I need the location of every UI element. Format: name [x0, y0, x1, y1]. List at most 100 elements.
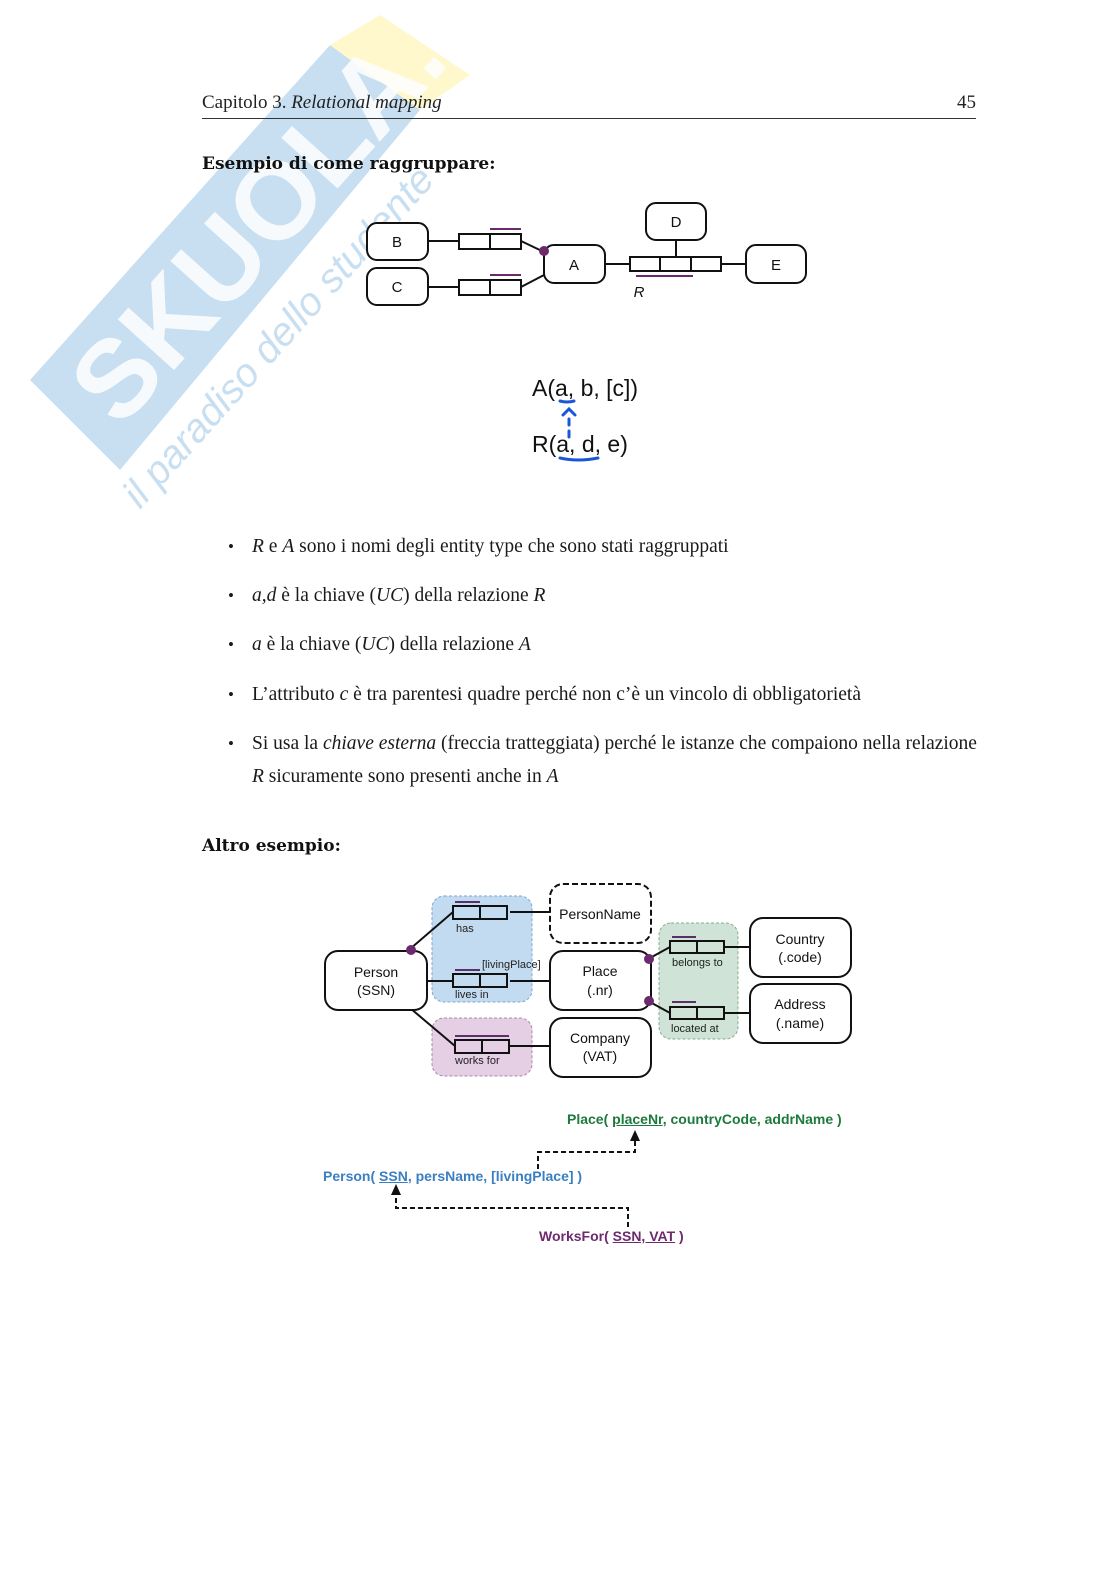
company-key: (VAT) [583, 1048, 617, 1064]
foreign-key-arrow [561, 406, 577, 439]
schema-place-name: Place( [567, 1111, 609, 1127]
list-item-text: L’attributo c è tra parentesi quadre per… [252, 678, 988, 711]
schema-place: Place( placeNr, countryCode, addrName ) [567, 1111, 842, 1127]
text-run: sono i nomi degli entity type che sono s… [294, 536, 729, 557]
entity-personname [549, 883, 652, 944]
schema-person-attrs: , persName, [livingPlace] ) [407, 1168, 583, 1184]
italic-run: A [518, 634, 531, 655]
italic-run: UC [361, 634, 389, 655]
schema-place-key: placeNr [612, 1111, 663, 1127]
schema-place-attrs: , countryCode, addrName ) [662, 1111, 842, 1127]
schema-r: R(a, d, e) [532, 431, 628, 457]
entity-company [549, 1017, 652, 1078]
mandatory-dot-person [406, 945, 416, 955]
personname-label: PersonName [559, 906, 641, 922]
italic-run: A [282, 536, 295, 557]
text-run: L’attributo [252, 684, 340, 705]
role-label-locatedat: located at [671, 1023, 719, 1035]
grouping-schema: A(a, b, [c]) R(a, d, e) [532, 375, 638, 462]
entity-b-label: B [392, 234, 402, 251]
bullet-icon: • [228, 734, 234, 753]
relation-r-box [629, 256, 722, 272]
entity-place [549, 950, 652, 1011]
chapter-name: Relational mapping [291, 92, 442, 113]
section-title-grouping: Esempio di come raggruppare: [202, 154, 496, 174]
fk-worksfor-to-person [395, 1193, 629, 1227]
bullet-icon: • [228, 586, 234, 605]
italic-run: UC [375, 585, 404, 606]
schema-person-name: Person( [323, 1168, 376, 1184]
schema-a: A(a, b, [c]) [532, 375, 638, 401]
italic-run: chiave esterna [322, 733, 437, 754]
role-label-has: has [456, 923, 474, 935]
text-run: è la chiave ( [261, 634, 362, 655]
entity-a [543, 244, 606, 284]
underline-key-a [558, 399, 576, 404]
chapter-title: Capitolo 3. Relational mapping [202, 92, 442, 114]
person-key: (SSN) [357, 982, 395, 998]
edge-person-has [409, 911, 454, 950]
italic-run: a [252, 634, 262, 655]
text-run: è la chiave ( [276, 585, 376, 606]
bullet-icon: • [228, 685, 234, 704]
italic-run: R [533, 585, 546, 606]
text-run: ) della relazione [388, 634, 519, 655]
mandatory-dot-place-top [644, 954, 654, 964]
list-item-text: Si usa la chiave esterna (freccia tratte… [252, 727, 988, 793]
country-key: (.code) [778, 949, 822, 965]
entity-c [366, 267, 429, 306]
text-run: (freccia tratteggiata) perché le istanze… [436, 733, 977, 754]
section-title-other-example: Altro esempio: [202, 836, 341, 856]
arrowhead-place [630, 1130, 640, 1141]
underline-key-r [558, 456, 600, 462]
entity-e [745, 244, 807, 284]
entity-person [324, 950, 428, 1011]
entity-d-label: D [671, 214, 682, 231]
role-label-worksfor: works for [454, 1055, 500, 1067]
person-label: Person [354, 964, 398, 980]
schema-person-key: SSN [379, 1168, 408, 1184]
place-key: (.nr) [587, 982, 613, 998]
bullet-icon: • [228, 537, 234, 556]
text-run: ) della relazione [403, 585, 534, 606]
list-item-text: R e A sono i nomi degli entity type che … [252, 530, 988, 563]
running-header: Capitolo 3. Relational mapping 45 [202, 92, 976, 119]
schema-worksfor-key: SSN, VAT [612, 1228, 676, 1244]
edge-role-a-bottom [520, 274, 545, 288]
address-key: (.name) [776, 1015, 824, 1031]
entity-e-label: E [771, 257, 781, 274]
italic-run: A [546, 766, 559, 787]
address-label: Address [774, 996, 825, 1012]
italic-run: R [252, 536, 264, 557]
company-label: Company [570, 1030, 630, 1046]
schema-worksfor: WorksFor( SSN, VAT ) [539, 1228, 684, 1244]
relation-r-label: R [634, 284, 645, 301]
foreign-key-arrows [391, 1130, 640, 1227]
italic-run: c [339, 684, 349, 705]
edge-place-belongsto [649, 946, 671, 959]
text-run: e [263, 536, 283, 557]
entity-a-label: A [569, 257, 579, 274]
role-label-livingplace: [livingPlace] [482, 959, 541, 971]
page-number: 45 [957, 92, 976, 113]
country-label: Country [775, 931, 824, 947]
person-place-diagram: Person (SSN) PersonName Place (.nr) Comp… [324, 883, 852, 1078]
edge-person-worksfor [409, 1007, 456, 1047]
text-run: sicuramente sono presenti anche in [263, 766, 547, 787]
entity-c-label: C [392, 279, 403, 296]
text-run: è tra parentesi quadre perché non c’è un… [348, 684, 861, 705]
fk-person-to-place [537, 1139, 636, 1169]
entity-address [749, 983, 852, 1044]
text-run: Si usa la [252, 733, 323, 754]
mandatory-dot-place-bottom [644, 996, 654, 1006]
entity-country [749, 917, 852, 978]
arrowhead-person [391, 1184, 401, 1195]
italic-run: R [252, 766, 264, 787]
italic-run: a,d [252, 585, 277, 606]
role-label-livesin: lives in [455, 989, 489, 1001]
role-label-belongsto: belongs to [672, 957, 723, 969]
schema-person: Person( SSN, persName, [livingPlace] ) [323, 1168, 582, 1184]
bullet-icon: • [228, 635, 234, 654]
entity-b [366, 222, 429, 261]
grouping-diagram: B C A D E R [366, 202, 807, 306]
